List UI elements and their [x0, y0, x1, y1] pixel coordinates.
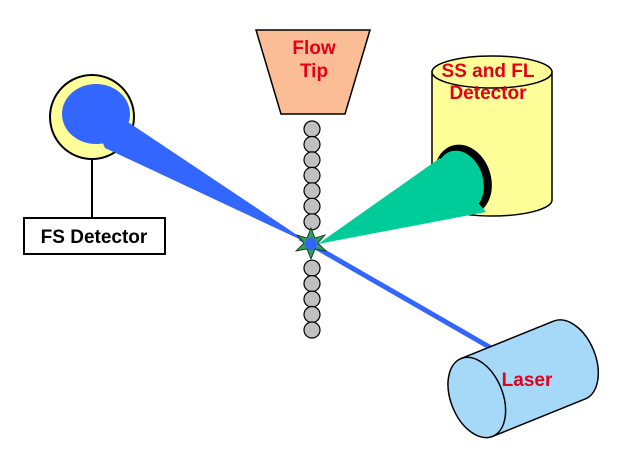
flow-tip: Flow Tip [254, 29, 372, 115]
side-scatter-beam [318, 158, 486, 244]
forward-scatter-beam [80, 90, 312, 245]
cell [303, 151, 321, 169]
flow-tip-label-line1: Flow [292, 38, 335, 59]
ss-fl-detector: SS and FL Detector [431, 55, 553, 217]
cell [303, 120, 321, 138]
ss-fl-detector-top [431, 55, 553, 89]
laser [447, 319, 600, 439]
cell [303, 197, 321, 215]
cell [303, 259, 321, 277]
laser-label: Laser [502, 370, 553, 391]
cell [303, 213, 321, 231]
fs-detector-label: FS Detector [41, 227, 148, 248]
flow-tip-label-line2: Tip [300, 61, 328, 82]
cell [303, 182, 321, 200]
cell [303, 135, 321, 154]
event-cell [305, 238, 317, 250]
cell [303, 275, 321, 293]
cell [303, 166, 321, 184]
ss-fl-label-line1: SS and FL [442, 61, 535, 82]
cell [303, 290, 321, 308]
ss-fl-label-line2: Detector [449, 83, 527, 104]
interrogation-point [294, 226, 328, 261]
laser-front-face [447, 356, 507, 439]
cell [303, 305, 321, 324]
fs-detector-label-box: FS Detector [23, 217, 166, 255]
cell [303, 321, 321, 339]
cell-stream [303, 120, 321, 339]
laser-beam [298, 235, 500, 355]
